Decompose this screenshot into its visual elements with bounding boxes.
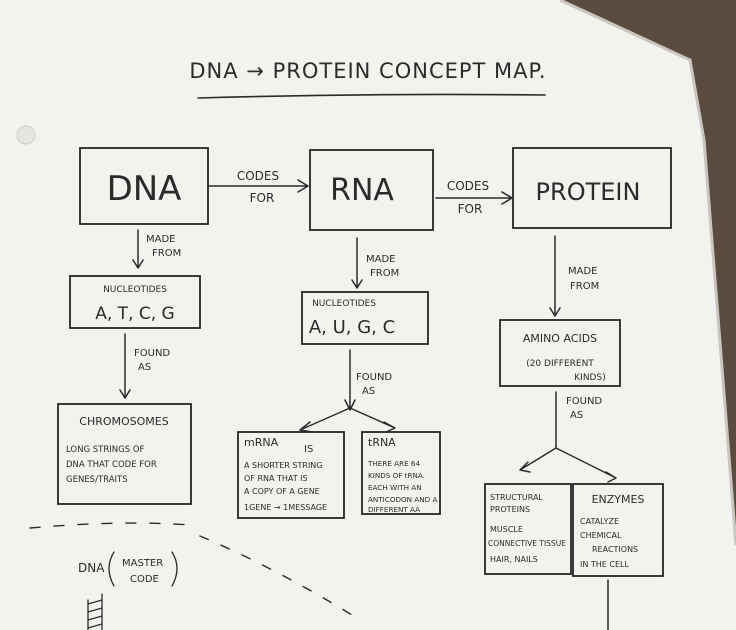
dna-nucleotides-bases: A, T, C, G bbox=[95, 304, 174, 324]
trna-desc-4: ANTICODON AND A bbox=[368, 495, 437, 504]
mrna-heading: mRNA bbox=[244, 436, 279, 449]
mrna-desc-1: A SHORTER STRING bbox=[244, 461, 323, 470]
chromosomes-heading: CHROMOSOMES bbox=[79, 415, 168, 428]
mrna-is: IS bbox=[304, 444, 313, 455]
made-from-label-2b: FROM bbox=[370, 268, 399, 279]
enzymes-heading: ENZYMES bbox=[592, 493, 645, 506]
binder-hole bbox=[16, 125, 36, 145]
mrna-desc-2: OF RNA THAT IS bbox=[244, 474, 308, 483]
trna-heading: tRNA bbox=[368, 436, 396, 449]
made-from-label-3a: MADE bbox=[568, 266, 598, 277]
made-from-label-1a: MADE bbox=[146, 234, 176, 245]
amino-acids-box bbox=[499, 319, 621, 387]
trna-box bbox=[361, 431, 441, 515]
made-from-arrow-2 bbox=[351, 237, 363, 289]
found-as-label-1a: FOUND bbox=[134, 348, 170, 359]
made-from-label-3b: FROM bbox=[570, 281, 599, 292]
enzymes-box bbox=[572, 483, 664, 577]
made-from-label-1b: FROM bbox=[152, 248, 181, 259]
rna-nucleotides-box bbox=[301, 291, 429, 345]
structural-desc-2: CONNECTIVE TISSUE bbox=[488, 539, 566, 548]
found-as-label-2b: AS bbox=[362, 386, 375, 397]
rna-nucleotides-heading: NUCLEOTIDES bbox=[312, 299, 376, 309]
master-code-line1: MASTER bbox=[122, 558, 163, 569]
trna-desc-1: THERE ARE 64 bbox=[367, 459, 420, 468]
dna-label: DNA bbox=[107, 169, 182, 209]
found-as-label-2a: FOUND bbox=[356, 372, 392, 383]
codes-for-arrow-2 bbox=[435, 191, 513, 205]
rna-label: RNA bbox=[330, 173, 394, 208]
rna-nucleotides-bases: A, U, G, C bbox=[309, 317, 395, 338]
enzymes-desc-4: IN THE CELL bbox=[580, 560, 629, 569]
found-as-label-1b: AS bbox=[138, 362, 151, 373]
structural-desc-1: MUSCLE bbox=[490, 525, 523, 534]
mrna-box bbox=[237, 431, 345, 519]
protein-box bbox=[512, 147, 672, 229]
found-as-label-3b: AS bbox=[570, 410, 583, 421]
codes-for-label-1a: CODES bbox=[237, 169, 279, 183]
made-from-label-2a: MADE bbox=[366, 254, 396, 265]
rna-box bbox=[309, 149, 434, 231]
mrna-desc-4: 1GENE → 1MESSAGE bbox=[244, 503, 327, 512]
enzymes-desc-1: CATALYZE bbox=[580, 517, 619, 526]
dna-master-code-label: DNA bbox=[78, 561, 105, 575]
structural-desc-3: HAIR, NAILS bbox=[490, 555, 538, 564]
chromosomes-box bbox=[57, 403, 192, 505]
chromosomes-desc-3: GENES/TRAITS bbox=[66, 475, 128, 485]
amino-acids-line2: (20 DIFFERENT bbox=[526, 359, 594, 369]
enzymes-desc-2: CHEMICAL bbox=[580, 531, 622, 540]
page-title: DNA → PROTEIN CONCEPT MAP. bbox=[189, 59, 546, 83]
trna-desc-5: DIFFERENT AA bbox=[368, 505, 420, 514]
found-as-arrow-2 bbox=[299, 349, 396, 433]
trna-desc-3: EACH WITH AN bbox=[368, 483, 422, 492]
made-from-arrow-1 bbox=[132, 229, 144, 269]
found-as-arrow-1 bbox=[119, 333, 131, 399]
mrna-desc-3: A COPY OF A GENE bbox=[244, 487, 320, 496]
made-from-arrow-3 bbox=[549, 235, 561, 317]
title-underline bbox=[197, 93, 546, 99]
dna-nucleotides-box bbox=[69, 275, 201, 329]
paper-shadow bbox=[559, 0, 736, 546]
dna-nucleotides-heading: NUCLEOTIDES bbox=[103, 285, 167, 295]
enzymes-desc-3: REACTIONS bbox=[592, 545, 638, 554]
master-code-parenthesis bbox=[108, 551, 178, 587]
chromosomes-desc-2: DNA THAT CODE FOR bbox=[66, 460, 157, 470]
chromosomes-desc-1: LONG STRINGS OF bbox=[66, 445, 145, 455]
found-as-arrow-3 bbox=[519, 391, 617, 483]
structural-heading-1: STRUCTURAL bbox=[490, 493, 543, 502]
master-code-line2: CODE bbox=[130, 574, 159, 585]
codes-for-arrow-1 bbox=[207, 179, 309, 193]
protein-label: PROTEIN bbox=[536, 178, 641, 206]
codes-for-label-1b: FOR bbox=[250, 191, 275, 205]
structural-heading-2: PROTEINS bbox=[490, 505, 530, 514]
structural-proteins-box bbox=[484, 483, 572, 575]
codes-for-label-2b: FOR bbox=[458, 202, 483, 216]
trna-desc-2: KINDS OF tRNA. bbox=[368, 471, 425, 480]
codes-for-label-2a: CODES bbox=[447, 179, 489, 193]
amino-acids-line1: AMINO ACIDS bbox=[523, 332, 597, 345]
found-as-label-3a: FOUND bbox=[566, 396, 602, 407]
dashed-divider bbox=[29, 522, 191, 529]
helix-sketch bbox=[87, 593, 103, 630]
amino-acids-line3: KINDS) bbox=[574, 373, 605, 383]
